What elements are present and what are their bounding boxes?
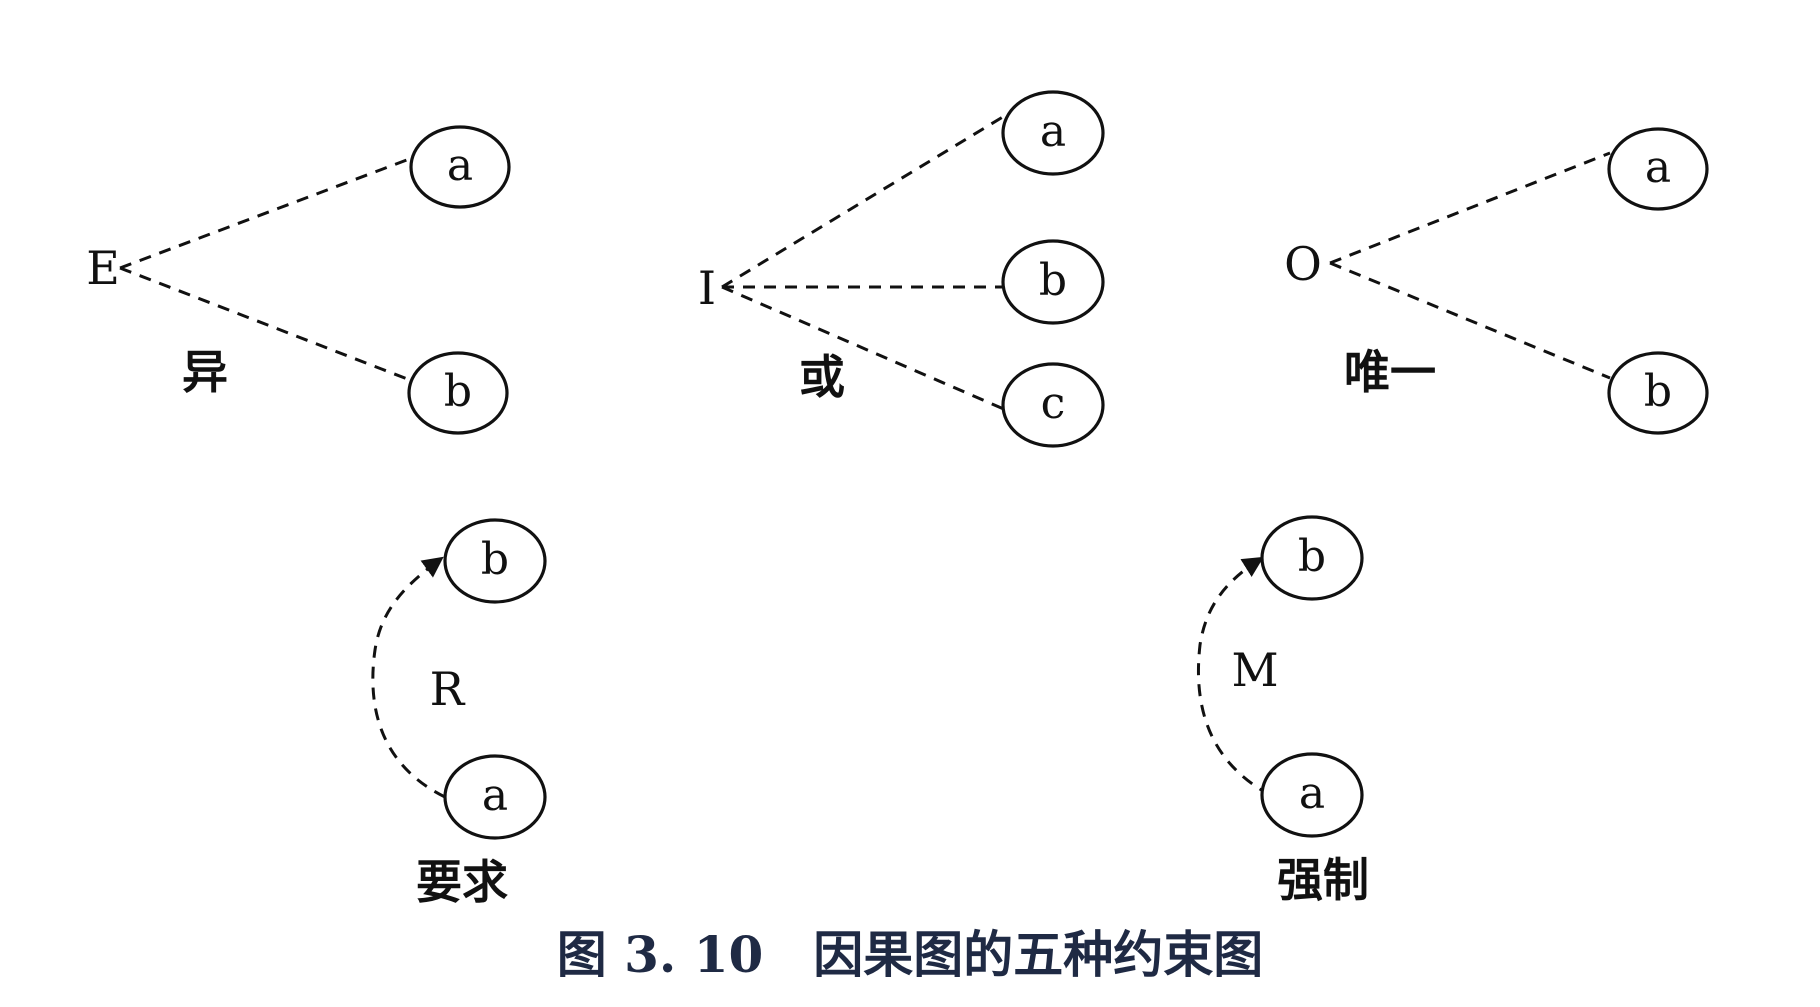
constraint-one: a b O 唯一 — [1284, 127, 1709, 435]
label-exclusive: 异 — [182, 345, 228, 399]
node-r-b — [443, 518, 547, 604]
node-r-b-label: b — [481, 534, 509, 585]
node-m-a-label: a — [1299, 768, 1325, 819]
constraint-inclusive: a b c I 或 — [698, 90, 1105, 448]
label-inclusive: 或 — [799, 350, 845, 404]
symbol-e: E — [86, 241, 120, 295]
node-m-a — [1260, 752, 1364, 838]
constraint-mask: b a M 强制 — [1196, 515, 1369, 907]
symbol-i: I — [698, 261, 716, 315]
figure-caption: 图 3. 10 因果图的五种约束图 — [556, 925, 1264, 984]
edge-e-b — [119, 266, 411, 382]
node-r-a-label: a — [482, 770, 508, 821]
edge-e-a — [119, 156, 413, 270]
node-m-b-label: b — [1298, 531, 1326, 582]
edge-o-b — [1329, 261, 1611, 380]
node-r-a — [443, 754, 547, 840]
label-mask: 强制 — [1277, 853, 1369, 907]
edge-i-a — [721, 113, 1007, 289]
label-require: 要求 — [416, 855, 508, 909]
label-one: 唯一 — [1344, 345, 1436, 399]
symbol-o: O — [1284, 237, 1322, 291]
node-o-a-label: a — [1645, 142, 1671, 193]
node-e-a-label: a — [447, 140, 473, 191]
node-i-c — [1001, 362, 1105, 448]
edge-r-a-to-b — [371, 556, 446, 799]
node-o-a — [1607, 127, 1709, 211]
node-i-b — [1001, 239, 1105, 325]
symbol-r: R — [430, 662, 466, 716]
node-e-a — [409, 125, 511, 209]
node-o-b-label: b — [1644, 366, 1672, 417]
edge-i-c — [721, 285, 1007, 412]
node-m-b — [1260, 515, 1364, 601]
node-i-a-label: a — [1040, 106, 1066, 157]
edge-o-a — [1329, 151, 1611, 265]
node-i-c-label: c — [1041, 378, 1066, 429]
node-i-a — [1001, 90, 1105, 176]
node-o-b — [1607, 351, 1709, 435]
constraint-require: b a R 要求 — [371, 518, 547, 909]
node-e-b — [407, 351, 509, 435]
edge-m-a-to-b — [1196, 556, 1271, 797]
node-i-b-label: b — [1039, 255, 1067, 306]
symbol-m: M — [1231, 643, 1278, 697]
node-e-b-label: b — [444, 366, 472, 417]
constraint-exclusive: a b E 异 — [86, 125, 511, 435]
